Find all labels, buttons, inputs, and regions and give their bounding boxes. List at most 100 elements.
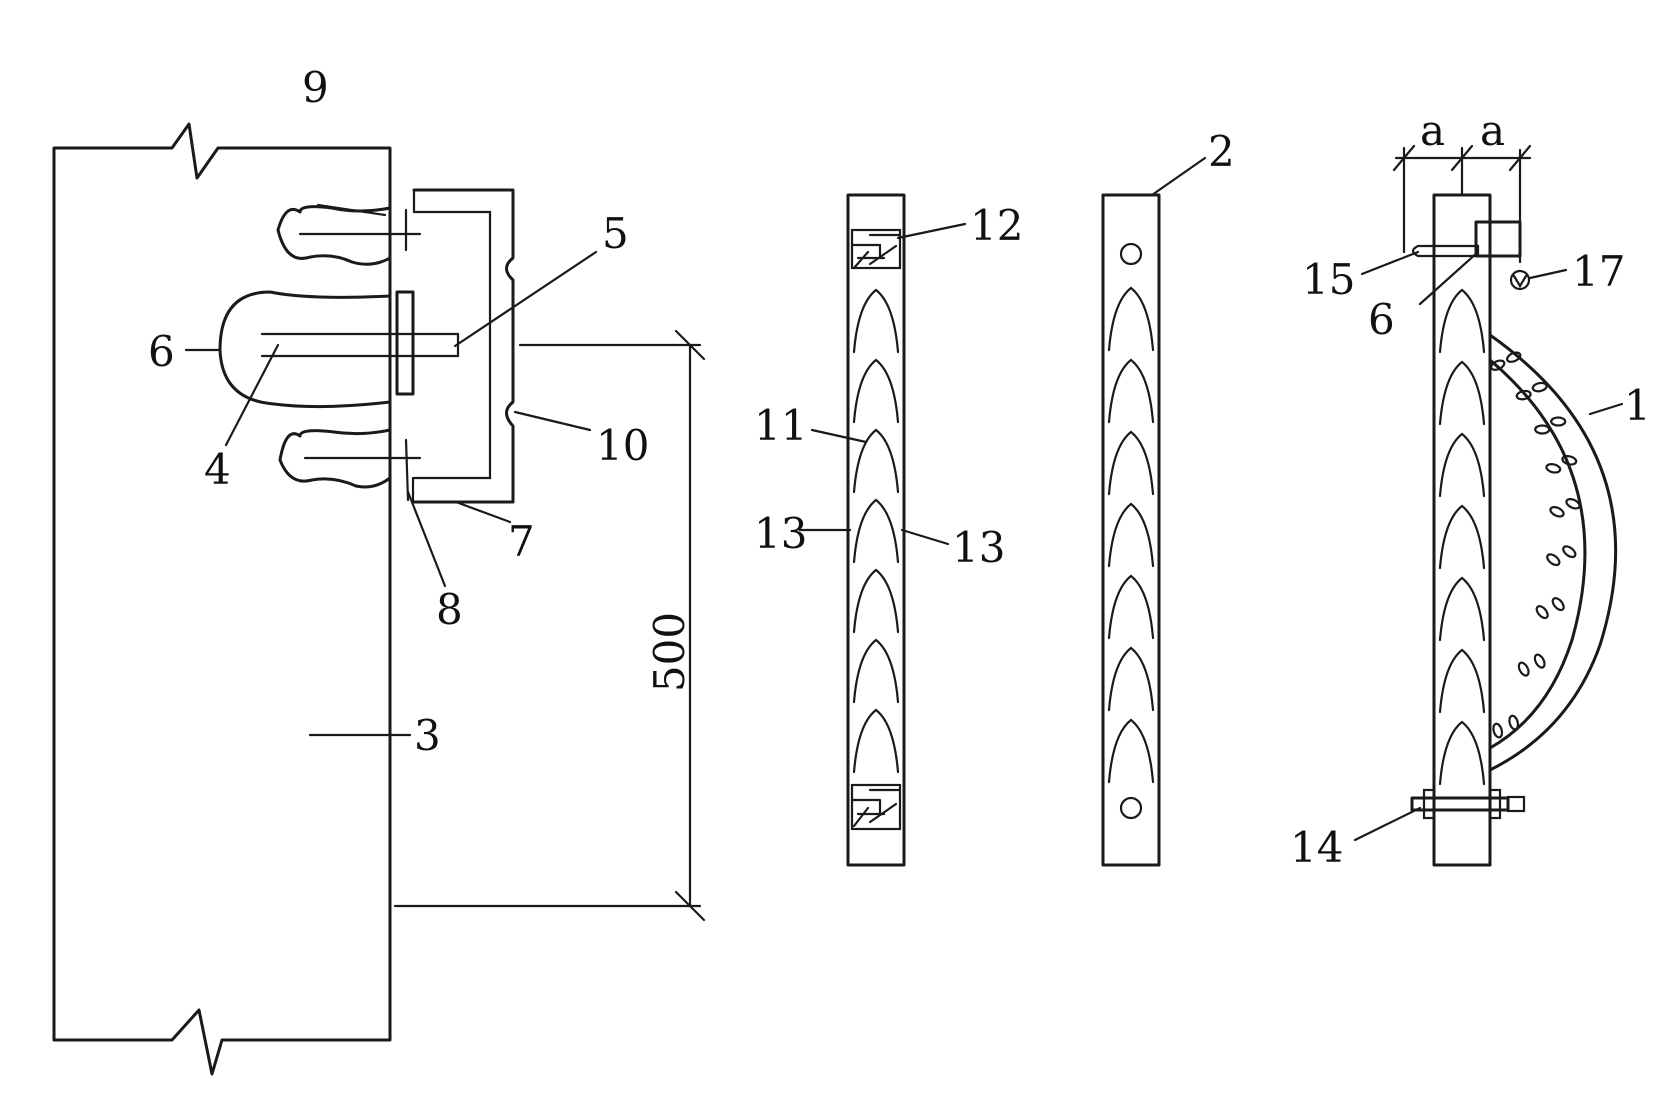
label-13a: 13	[754, 509, 807, 558]
label-3: 3	[414, 711, 441, 760]
arc-hole	[1562, 545, 1577, 559]
label-a1: a	[1420, 106, 1445, 155]
rib-chevron	[1107, 718, 1155, 784]
u-loop-anchor	[218, 290, 392, 409]
leader-15	[1360, 250, 1420, 276]
dim-tick-bottom	[674, 890, 706, 922]
anchor-upper	[276, 205, 392, 266]
arc-hole	[1492, 722, 1504, 739]
label-12: 12	[970, 201, 1023, 250]
arc-hole	[1489, 359, 1506, 371]
label-9: 9	[302, 63, 329, 112]
jointed-bar-figure: 12 11 13 13	[754, 193, 1023, 867]
leader-1	[1588, 402, 1624, 416]
label-6b: 6	[1368, 295, 1395, 344]
leader-10	[513, 410, 592, 432]
leader-4	[224, 343, 280, 447]
rib-chevron	[852, 498, 900, 564]
label-13b: 13	[952, 523, 1005, 572]
arc-hole	[1546, 553, 1561, 567]
plate-line-bottom	[404, 438, 410, 502]
clamp-14	[1410, 796, 1510, 812]
label-1: 1	[1624, 381, 1651, 430]
label-14: 14	[1290, 823, 1343, 872]
clamp-14-nut-right	[1488, 788, 1502, 820]
label-7: 7	[508, 517, 535, 566]
leader-2	[1150, 156, 1207, 197]
joint-top	[850, 228, 902, 270]
clamp-14-bolt	[1506, 795, 1526, 813]
label-15: 15	[1302, 255, 1355, 304]
dim-tick-top	[674, 329, 706, 361]
arc-hole	[1505, 351, 1522, 363]
rib-chevron	[1438, 504, 1486, 570]
ring-17	[1509, 269, 1531, 291]
rib-chevron	[1107, 646, 1155, 712]
rib-chevron	[1438, 360, 1486, 426]
label-4: 4	[204, 445, 231, 494]
arc-hole	[1508, 714, 1520, 731]
arc-hole	[1551, 597, 1565, 612]
ribs-d	[1438, 288, 1486, 786]
rib-chevron	[852, 358, 900, 424]
rib-chevron	[1107, 430, 1155, 496]
leader-11	[810, 428, 868, 444]
ribs-b	[852, 288, 900, 774]
joint-bottom-hatch	[850, 788, 902, 828]
wall-outline	[52, 122, 392, 1076]
bar-b-outline	[846, 193, 906, 867]
pin-15	[1411, 244, 1480, 258]
joint-bottom	[850, 783, 902, 831]
rib-chevron	[1438, 432, 1486, 498]
label-10: 10	[596, 421, 649, 470]
plate-rect	[395, 290, 415, 396]
leader-13b	[900, 528, 950, 546]
leader-12	[896, 222, 967, 240]
arc-bar-figure: a a 15 6 17 1 14	[1290, 106, 1651, 872]
clamp-14-nut-left	[1422, 788, 1436, 820]
leader-7	[454, 500, 512, 524]
rib-chevron	[1107, 502, 1155, 568]
holed-bar-figure: 2	[1101, 127, 1235, 867]
rib-chevron	[852, 708, 900, 774]
rib-chevron	[1107, 286, 1155, 352]
hole-top	[1119, 242, 1143, 266]
bracket-outer	[411, 188, 515, 504]
rib-chevron	[1107, 574, 1155, 640]
label-17: 17	[1572, 247, 1625, 296]
leader-8	[406, 490, 447, 588]
arc-perforations	[1489, 351, 1581, 739]
arc-inner	[1488, 358, 1587, 750]
dim-a-tick-3	[1508, 144, 1532, 172]
label-8: 8	[436, 585, 463, 634]
rib-chevron	[1438, 648, 1486, 714]
label-5: 5	[602, 209, 629, 258]
ribs-c	[1107, 286, 1155, 784]
arc-hole	[1561, 455, 1578, 466]
bar-c-outline	[1101, 193, 1161, 867]
dimension-500: 500	[645, 612, 694, 692]
rib-chevron	[1107, 358, 1155, 424]
arc-hole	[1545, 463, 1562, 474]
label-6a: 6	[148, 327, 175, 376]
arc-hole	[1531, 381, 1548, 393]
leader-17	[1528, 268, 1568, 280]
joint-top-hatch	[850, 233, 902, 270]
label-11: 11	[754, 401, 807, 450]
rib-chevron	[1438, 720, 1486, 786]
rib-chevron	[852, 568, 900, 634]
leader-9	[316, 203, 387, 217]
arc-outer	[1488, 333, 1618, 772]
leader-6b	[1418, 250, 1480, 306]
rib-chevron	[852, 288, 900, 354]
ring-17-v	[1512, 274, 1528, 289]
block-6b	[1474, 220, 1522, 258]
rib-chevron	[1438, 576, 1486, 642]
arc-hole	[1565, 498, 1581, 510]
arc-hole	[1550, 416, 1567, 427]
label-2: 2	[1208, 127, 1235, 176]
label-a2: a	[1480, 106, 1505, 155]
dim-a-tick-2	[1450, 144, 1474, 172]
arc-hole	[1533, 653, 1546, 669]
leader-14	[1353, 806, 1422, 842]
